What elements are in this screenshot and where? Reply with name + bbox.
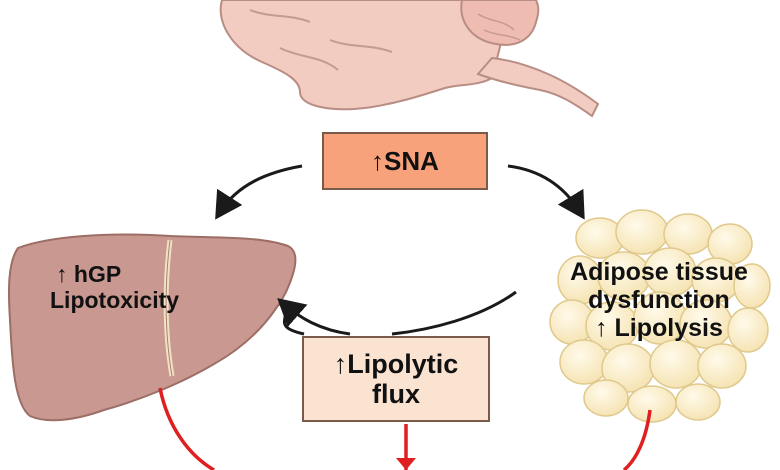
lipolytic-flux-box: ↑Lipolytic flux — [302, 336, 490, 422]
adipocyte-cell — [649, 339, 703, 389]
adipocyte-cell — [675, 383, 721, 421]
adipocyte-cell — [559, 339, 609, 385]
adipocyte-cell — [627, 385, 677, 423]
adipose-line2: dysfunction — [588, 286, 730, 314]
liver-lipotoxicity-label: Lipotoxicity — [50, 286, 180, 313]
brain-illustration — [219, 0, 600, 118]
brain-cerebrum — [219, 0, 514, 111]
liver-label: ↑ hGP Lipotoxicity — [50, 261, 250, 314]
liver-shape — [7, 233, 297, 422]
arrow-sna-to-adipose — [507, 164, 585, 220]
liver-illustration — [7, 233, 297, 422]
adipose-illustration — [549, 209, 771, 423]
sna-label: ↑SNA — [371, 145, 439, 176]
adipocyte-cell — [727, 307, 769, 353]
adipocyte-cell — [583, 379, 629, 417]
brainstem — [476, 56, 600, 118]
red-arrowhead-flux — [396, 458, 416, 470]
red-line-adipose — [622, 409, 652, 470]
adipose-line3: ↑ Lipolysis — [595, 314, 723, 342]
adipose-line1: Adipose tissue — [570, 258, 748, 286]
red-line-liver — [158, 387, 215, 470]
flux-line2: flux — [371, 379, 420, 409]
liver-hgp-label: ↑ hGP — [56, 261, 122, 287]
adipose-label: Adipose tissue dysfunction ↑ Lipolysis — [545, 258, 773, 342]
arrow-adipose-to-liver — [278, 290, 517, 336]
sna-box: ↑SNA — [322, 132, 488, 190]
adipocyte-cell — [697, 343, 747, 389]
adipocyte-cell — [615, 209, 669, 255]
flux-line1: ↑Lipolytic — [333, 348, 459, 379]
arrow-flux-to-liver-head — [277, 298, 351, 336]
arrow-sna-to-liver — [215, 164, 303, 220]
